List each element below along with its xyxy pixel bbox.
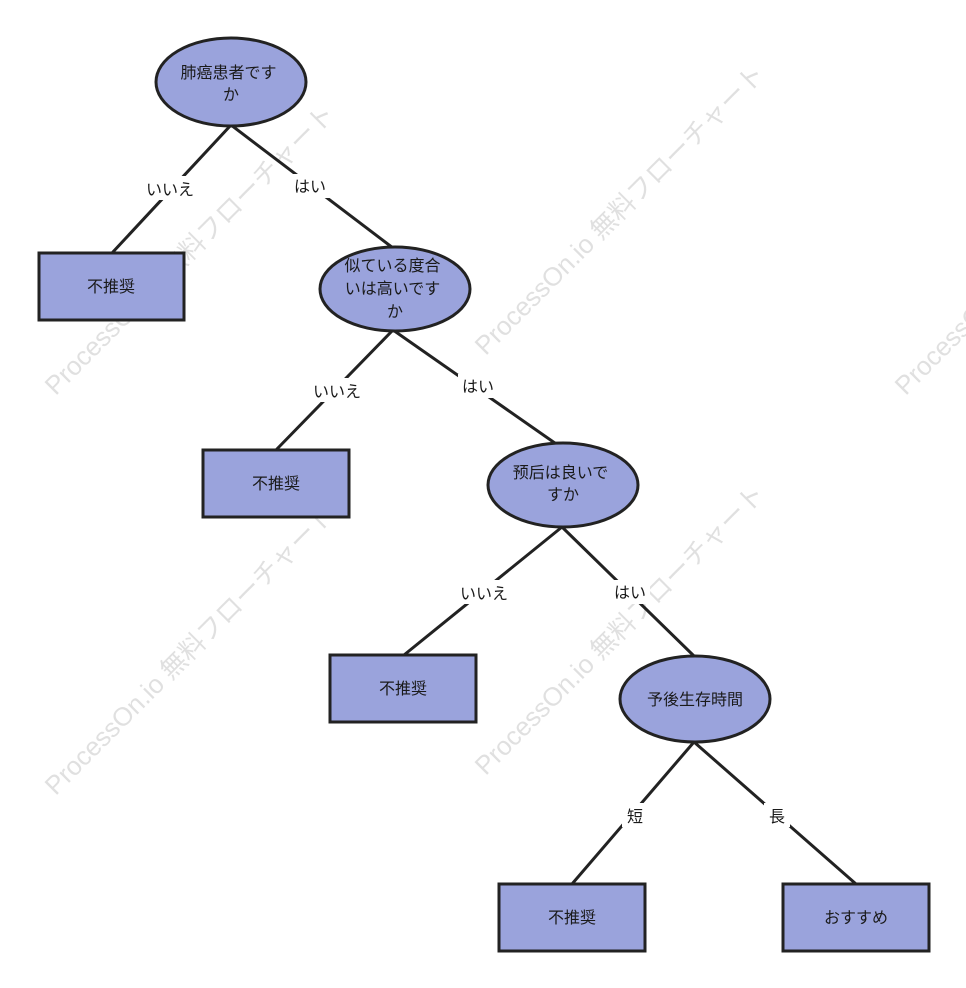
- edge-label-yes: はい: [462, 377, 494, 396]
- result-label: 不推奨: [379, 679, 427, 698]
- result-node-not-recommended: 不推奨: [497, 882, 647, 953]
- node-text-line: すか: [547, 485, 579, 504]
- edge-label-yes: はい: [614, 583, 646, 602]
- result-label: 不推奨: [87, 277, 135, 296]
- edge-label-yes: はい: [294, 177, 326, 196]
- decision-node-lung-cancer: 肺癌患者です か: [154, 36, 308, 128]
- node-text-line: か: [387, 302, 403, 321]
- edge-label-long: 長: [769, 807, 785, 826]
- node-text-line: 予後生存時間: [647, 690, 743, 709]
- decision-node-prognosis: 预后は良いで すか: [486, 441, 640, 529]
- decision-node-survival-time: 予後生存時間: [618, 654, 772, 744]
- node-text-line: 似ている度合: [344, 256, 440, 275]
- result-node-not-recommended: 不推奨: [37, 251, 186, 322]
- svg-text:预后は良いで すか: 预后は良いで すか: [513, 463, 614, 504]
- result-node-recommended: おすすめ: [781, 882, 931, 953]
- edge-label-short: 短: [627, 807, 643, 826]
- svg-text:予後生存時間: 予後生存時間: [647, 690, 743, 709]
- svg-text:肺癌患者です か: 肺癌患者です か: [180, 63, 281, 104]
- node-text-line: か: [223, 85, 239, 104]
- node-text-line: 预后は良いで: [513, 463, 609, 482]
- edge-label-no: いいえ: [460, 584, 508, 603]
- result-node-not-recommended: 不推奨: [201, 448, 351, 519]
- svg-text:似ている度合 いは高いです か: 似ている度合 いは高いです か: [344, 256, 445, 321]
- result-node-not-recommended: 不推奨: [328, 653, 478, 724]
- result-label: 不推奨: [252, 474, 300, 493]
- result-label: 不推奨: [548, 908, 596, 927]
- edge-label-no: いいえ: [313, 382, 361, 401]
- decision-node-similarity: 似ている度合 いは高いです か: [318, 245, 472, 333]
- node-text-line: いは高いです: [345, 279, 441, 298]
- node-text-line: 肺癌患者です: [180, 63, 276, 82]
- result-label: おすすめ: [824, 908, 888, 927]
- edge-labels: いいえ はい いいえ はい いいえ はい 短 長: [138, 174, 790, 827]
- edge-label-no: いいえ: [146, 180, 194, 199]
